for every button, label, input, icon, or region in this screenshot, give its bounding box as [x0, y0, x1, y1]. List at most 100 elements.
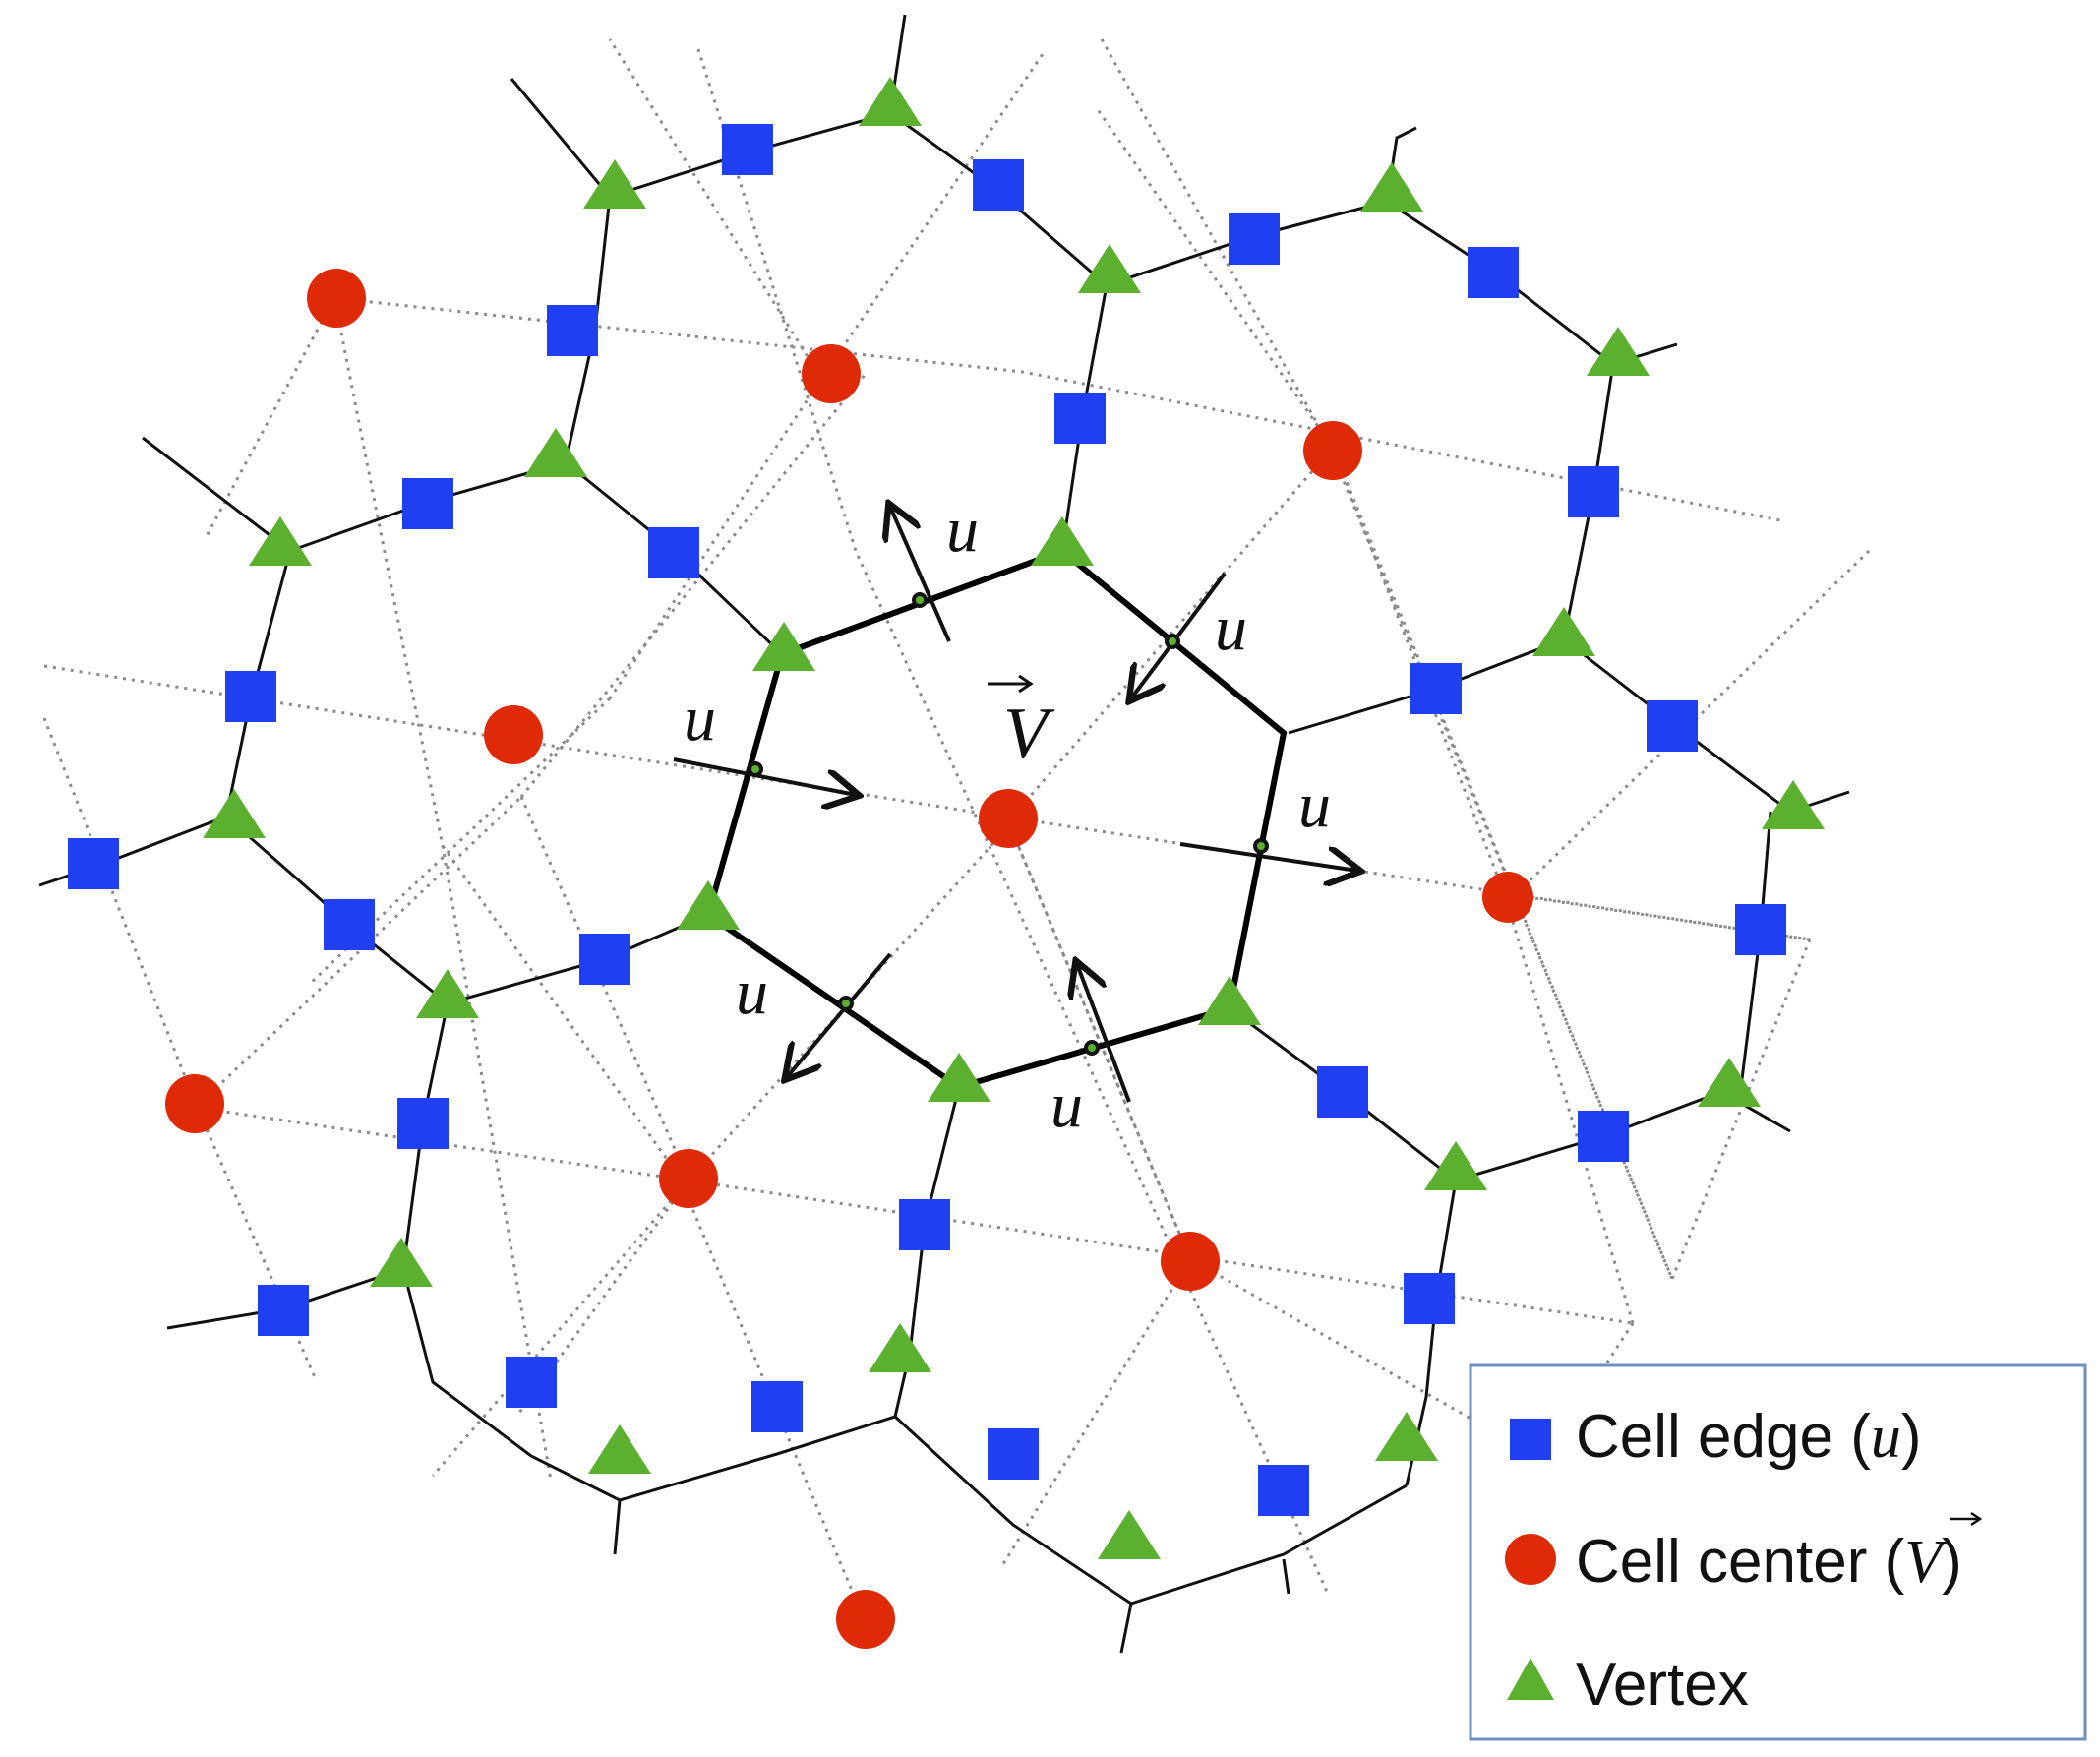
legend-center-text: Cell center [1576, 1528, 1885, 1596]
edge-midpoint-mark [1253, 838, 1269, 854]
dual-line [441, 845, 868, 1624]
edge-midpoint-mark [748, 761, 763, 777]
vertex-marker [524, 428, 587, 477]
legend-box [1469, 1363, 2087, 1741]
cell-edge-marker [1258, 1465, 1309, 1516]
vertex-marker [583, 159, 646, 209]
cell-edge-marker [1568, 466, 1619, 517]
cell-edge-marker [899, 1199, 950, 1250]
edge-velocity-label: u [684, 683, 716, 755]
cell-edge-marker [397, 1098, 449, 1149]
vertex-marker [1762, 780, 1825, 829]
flux-arrow [1179, 842, 1357, 871]
vertex-marker [1098, 1510, 1161, 1559]
flux-arrows [673, 507, 1357, 1103]
dual-line [519, 373, 868, 798]
dual-line [43, 664, 1811, 941]
legend-center-paren-close: ) [1942, 1528, 1962, 1596]
edge-velocity-label: u [736, 956, 768, 1028]
dual-line [1006, 447, 1335, 822]
vertex-marker [1198, 976, 1261, 1025]
cell-edge-marker [324, 899, 375, 950]
cell-center-marker [165, 1074, 224, 1133]
vertex-marker [928, 1053, 990, 1102]
cell-center-marker [802, 344, 861, 403]
cell-boundary-line [225, 815, 709, 1005]
cell-edge-marker [648, 527, 699, 578]
vertex-marker [1375, 1412, 1438, 1461]
vector-arrow-icon [988, 674, 1034, 694]
cell-boundary-line [142, 196, 612, 553]
cell-edge-markers [68, 124, 1786, 1516]
cell-edge-marker [1404, 1273, 1455, 1324]
dual-line [205, 297, 336, 537]
vertex-marker [1424, 1141, 1487, 1190]
vertex-marker [249, 516, 312, 566]
cell-edge-marker [506, 1357, 557, 1408]
cell-boundary-line [889, 111, 1678, 366]
edge-midpoint-mark [838, 996, 854, 1011]
dual-line [608, 38, 823, 380]
dual-line [195, 795, 523, 1109]
edge-velocity-label: u [946, 494, 979, 566]
vertex-marker [416, 969, 479, 1018]
cell-edge-marker [547, 305, 598, 356]
flux-arrow [787, 952, 892, 1077]
edge-midpoint-mark [1084, 1040, 1100, 1056]
vertex-marker [1587, 327, 1650, 376]
cell-edge-marker [751, 1381, 803, 1432]
edge-midpoint-mark [912, 592, 928, 608]
cell-boundary-line [1282, 1558, 1290, 1595]
legend-vertex-text: Vertex [1576, 1651, 1749, 1719]
cell-center-marker [307, 269, 366, 328]
cell-edge-marker [1735, 904, 1786, 955]
cell-edge-marker [1317, 1066, 1368, 1118]
cell-boundary-line [510, 14, 907, 199]
dual-line [819, 53, 1045, 380]
cell-edge-marker [1578, 1111, 1629, 1162]
dual-line [42, 717, 317, 1378]
center-vector-label: V [988, 674, 1055, 774]
legend-edge-math: u [1871, 1404, 1901, 1471]
edge-velocity-label: u [1050, 1069, 1083, 1141]
flux-arrow [1077, 964, 1131, 1103]
cell-boundary-line [1119, 1603, 1133, 1654]
dual-line [431, 1180, 690, 1477]
vertex-marker [203, 789, 266, 838]
cell-center-marker [1303, 421, 1362, 480]
dual-line [687, 819, 1015, 1182]
cell-edge-marker [258, 1285, 309, 1336]
cell-boundary-line [1563, 637, 1850, 814]
legend-center-entry: Cell center (V) [1576, 1528, 1962, 1596]
dual-line [519, 796, 690, 1181]
vertex-markers [203, 77, 1825, 1559]
legend-vector-arrow-icon [1950, 1511, 1983, 1527]
vertex-marker [1360, 162, 1423, 212]
cell-boundary-line [613, 1499, 622, 1555]
cell-edge-marker [1054, 393, 1106, 444]
cell-center-marker [979, 789, 1038, 848]
edge-midpoint-mark [1165, 634, 1180, 649]
dual-line [1331, 447, 1635, 1324]
legend-circle-icon [1505, 1534, 1556, 1585]
center-label: V [1003, 694, 1055, 774]
cell-edge-marker [1410, 663, 1462, 714]
dual-line [1100, 38, 1674, 1280]
edge-velocity-label: u [1298, 769, 1331, 841]
vertex-marker [588, 1424, 651, 1474]
cell-edge-marker [579, 934, 630, 985]
vertex-marker [1532, 607, 1595, 656]
cell-center-markers [165, 269, 1533, 1649]
cell-center-marker [836, 1590, 895, 1649]
cell-boundary-line [401, 1268, 621, 1502]
cell-edge-marker [402, 478, 453, 529]
dual-line [1514, 893, 1811, 941]
cell-edge-marker [1647, 700, 1698, 752]
vertex-marker [1698, 1058, 1761, 1107]
cell-center-marker [484, 705, 543, 764]
vertex-marker [1078, 244, 1141, 293]
cell-edge-marker [988, 1428, 1039, 1480]
cell-edge-marker [1468, 247, 1519, 298]
legend-center-math: V [1904, 1529, 1948, 1596]
